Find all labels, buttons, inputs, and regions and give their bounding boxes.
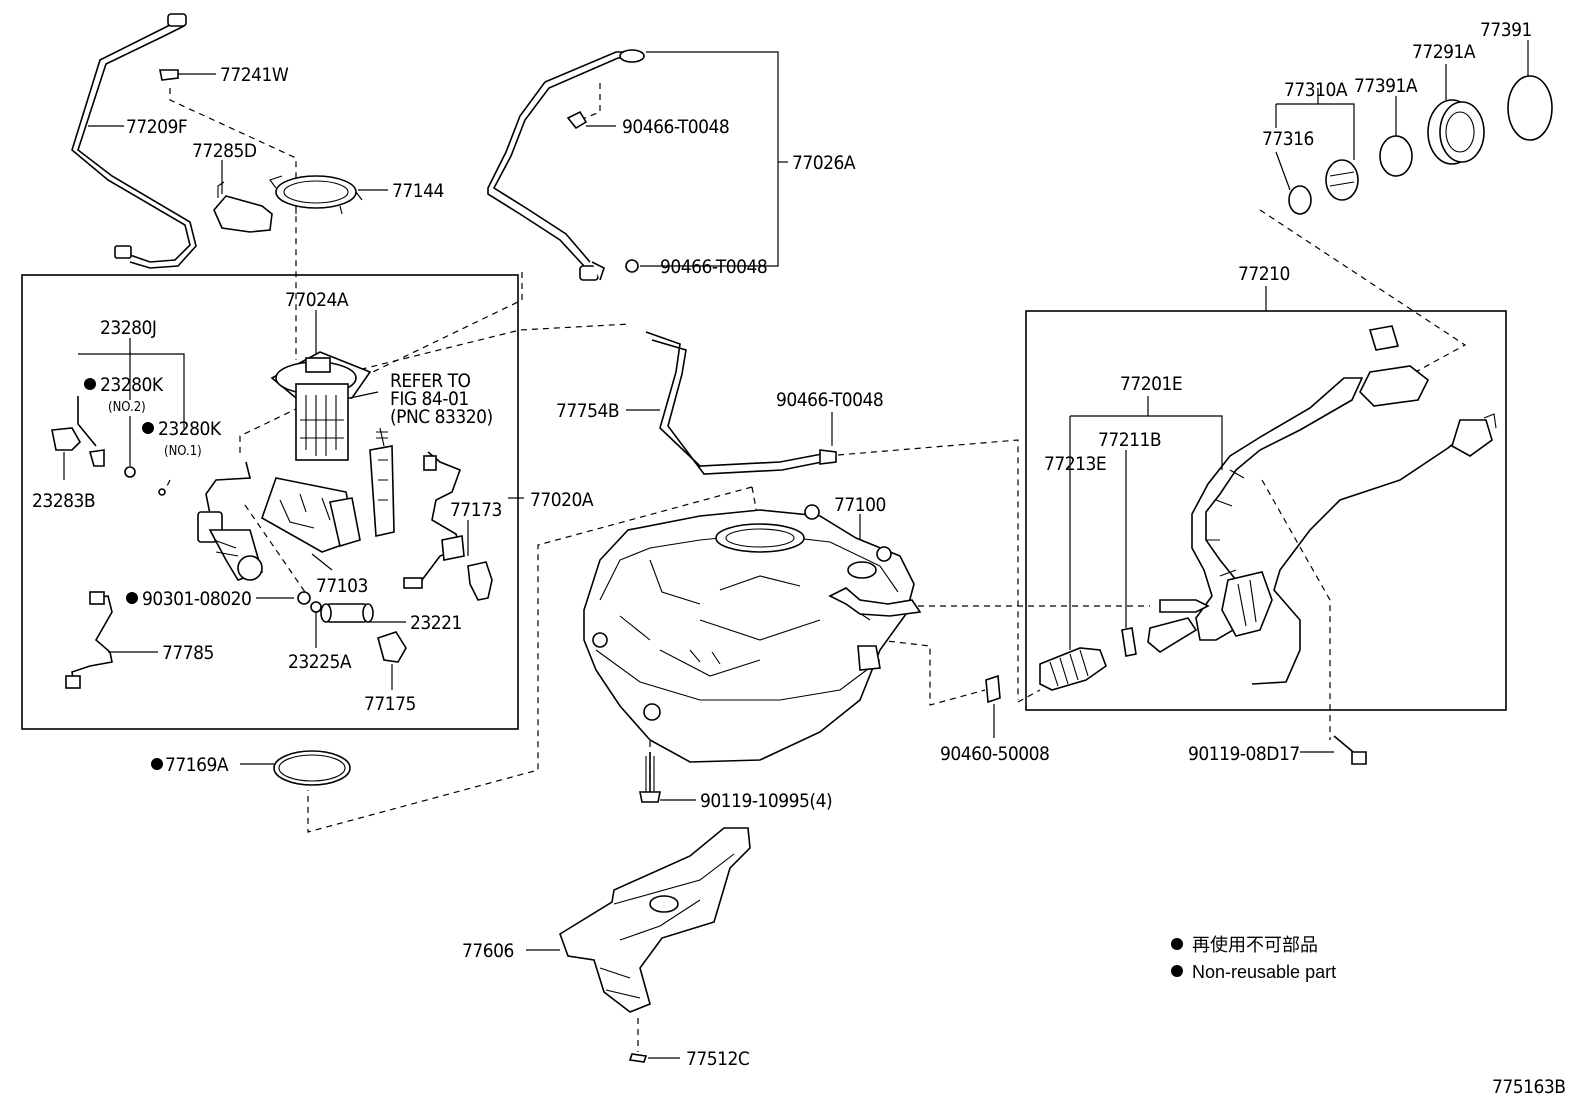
gasket-77169A[interactable] — [273, 750, 351, 786]
fuel-pump-23221[interactable] — [320, 603, 374, 623]
label-23225A: 23225A — [288, 651, 352, 673]
label-77512C: 77512C — [686, 1048, 750, 1070]
label-77175: 77175 — [364, 693, 416, 715]
retainer-77144[interactable] — [269, 175, 363, 215]
legend-dot-en — [1171, 965, 1183, 977]
pump-assembly-box — [21, 274, 519, 730]
legend-dot-jp — [1171, 938, 1183, 950]
nonreusable-dot-23280K1 — [142, 422, 154, 434]
label-77285D: 77285D — [192, 140, 257, 162]
clamp-77211B[interactable] — [1121, 627, 1137, 657]
clamp-90460[interactable] — [985, 674, 1001, 704]
o-ring-90301[interactable] — [297, 591, 311, 605]
seal-77391[interactable] — [1507, 75, 1553, 141]
label-77100: 77100 — [834, 494, 886, 516]
label-77173: 77173 — [450, 499, 502, 521]
cap-77310A[interactable] — [1325, 159, 1359, 201]
hose-77213E[interactable] — [1039, 647, 1107, 691]
nonreusable-dot-23280K2 — [84, 378, 96, 390]
label-77210: 77210 — [1238, 263, 1290, 285]
o-ring-23280K2[interactable] — [124, 466, 136, 478]
filter-bracket[interactable] — [369, 427, 395, 537]
label-77201E: 77201E — [1120, 373, 1182, 395]
label-77754B: 77754B — [556, 400, 619, 422]
bolt-90119-10995[interactable] — [639, 752, 661, 803]
label-77020A: 77020A — [530, 489, 594, 511]
label-77026A: 77026A — [792, 152, 856, 174]
label-90466-a: 90466-T0048 — [622, 116, 729, 138]
legend-text-en: Non-reusable part — [1192, 962, 1336, 982]
label-no1: (NO.1) — [164, 444, 202, 459]
label-77241W: 77241W — [220, 64, 289, 86]
label-23280K-2: 23280K — [100, 374, 164, 396]
label-77211B: 77211B — [1098, 429, 1161, 451]
clip-77241W[interactable] — [159, 69, 179, 81]
connector-23283B[interactable] — [51, 427, 81, 451]
nonreusable-dot-77169A — [151, 758, 163, 770]
label-no2: (NO.2) — [108, 400, 146, 415]
label-refer-3: (PNC 83320) — [390, 406, 493, 428]
hose-77754B[interactable] — [645, 331, 837, 475]
label-refer-1: REFER TO — [390, 370, 471, 392]
protector-77606[interactable] — [559, 827, 751, 1013]
breather-tube[interactable] — [1251, 413, 1497, 685]
label-77316: 77316 — [1262, 128, 1314, 150]
label-77291A: 77291A — [1412, 41, 1476, 63]
cap-77291A[interactable] — [1427, 99, 1485, 165]
nonreusable-dot-90301 — [126, 592, 138, 604]
gasket-77169A-inner — [278, 754, 346, 782]
gasket-77316[interactable] — [1288, 185, 1312, 215]
label-90119-08D17: 90119-08D17 — [1188, 743, 1300, 765]
tube-77026A[interactable] — [487, 49, 645, 281]
protector-77285D[interactable] — [213, 181, 273, 233]
label-23280J: 23280J — [100, 317, 156, 339]
label-77785: 77785 — [162, 642, 214, 664]
bolt-90119-08D17[interactable] — [1333, 735, 1367, 765]
label-77169A: 77169A — [165, 754, 229, 776]
cushion-23225A[interactable] — [310, 601, 322, 613]
label-77144: 77144 — [392, 180, 444, 202]
clamp-90466-top[interactable] — [566, 110, 588, 130]
label-77209F: 77209F — [126, 116, 187, 138]
label-23221: 23221 — [410, 612, 462, 634]
fuel-tank-77100[interactable] — [583, 504, 922, 763]
legend-text-jp: 再使用不可部品 — [1192, 935, 1318, 955]
clip-77512C[interactable] — [628, 1053, 648, 1063]
label-77024A: 77024A — [285, 289, 349, 311]
pump-motor-assembly[interactable] — [197, 461, 263, 581]
label-90466-b: 90466-T0048 — [660, 256, 767, 278]
label-77103: 77103 — [316, 575, 368, 597]
clamp-90466-mid[interactable] — [625, 259, 639, 273]
figure-id: 775163B — [1492, 1076, 1565, 1098]
label-77213E: 77213E — [1044, 453, 1106, 475]
label-90466-c: 90466-T0048 — [776, 389, 883, 411]
pump-wire-77785[interactable] — [65, 591, 113, 689]
o-ring-23280K1[interactable] — [158, 488, 166, 496]
fuel-pump-77024A[interactable] — [270, 351, 372, 461]
label-90460: 90460-50008 — [940, 743, 1049, 765]
harness-77209F[interactable] — [71, 13, 197, 269]
label-77310A: 77310A — [1284, 79, 1348, 101]
label-90119-10995: 90119-10995(4) — [700, 790, 832, 812]
fuel-level-gauge-77103[interactable] — [261, 477, 361, 553]
bracket-77173b[interactable] — [467, 561, 493, 601]
sender-gauge-77173[interactable] — [403, 451, 465, 589]
label-23283B: 23283B — [32, 490, 95, 512]
label-90301: 90301-08020 — [142, 588, 251, 610]
retainer-77175[interactable] — [377, 631, 407, 663]
label-refer-2: FIG 84-01 — [390, 388, 469, 410]
connector-23280K2[interactable] — [77, 396, 105, 467]
label-77391: 77391 — [1480, 19, 1532, 41]
label-77391A: 77391A — [1354, 75, 1418, 97]
gasket-77391A[interactable] — [1379, 135, 1413, 177]
label-23280K-1: 23280K — [158, 418, 222, 440]
leader-lines — [63, 40, 1529, 1059]
part-labels: 77241W 77209F 77285D 77144 90466-T0048 7… — [32, 19, 1566, 1098]
filler-pipe-77201E[interactable] — [1147, 325, 1430, 653]
label-77606: 77606 — [462, 940, 514, 962]
